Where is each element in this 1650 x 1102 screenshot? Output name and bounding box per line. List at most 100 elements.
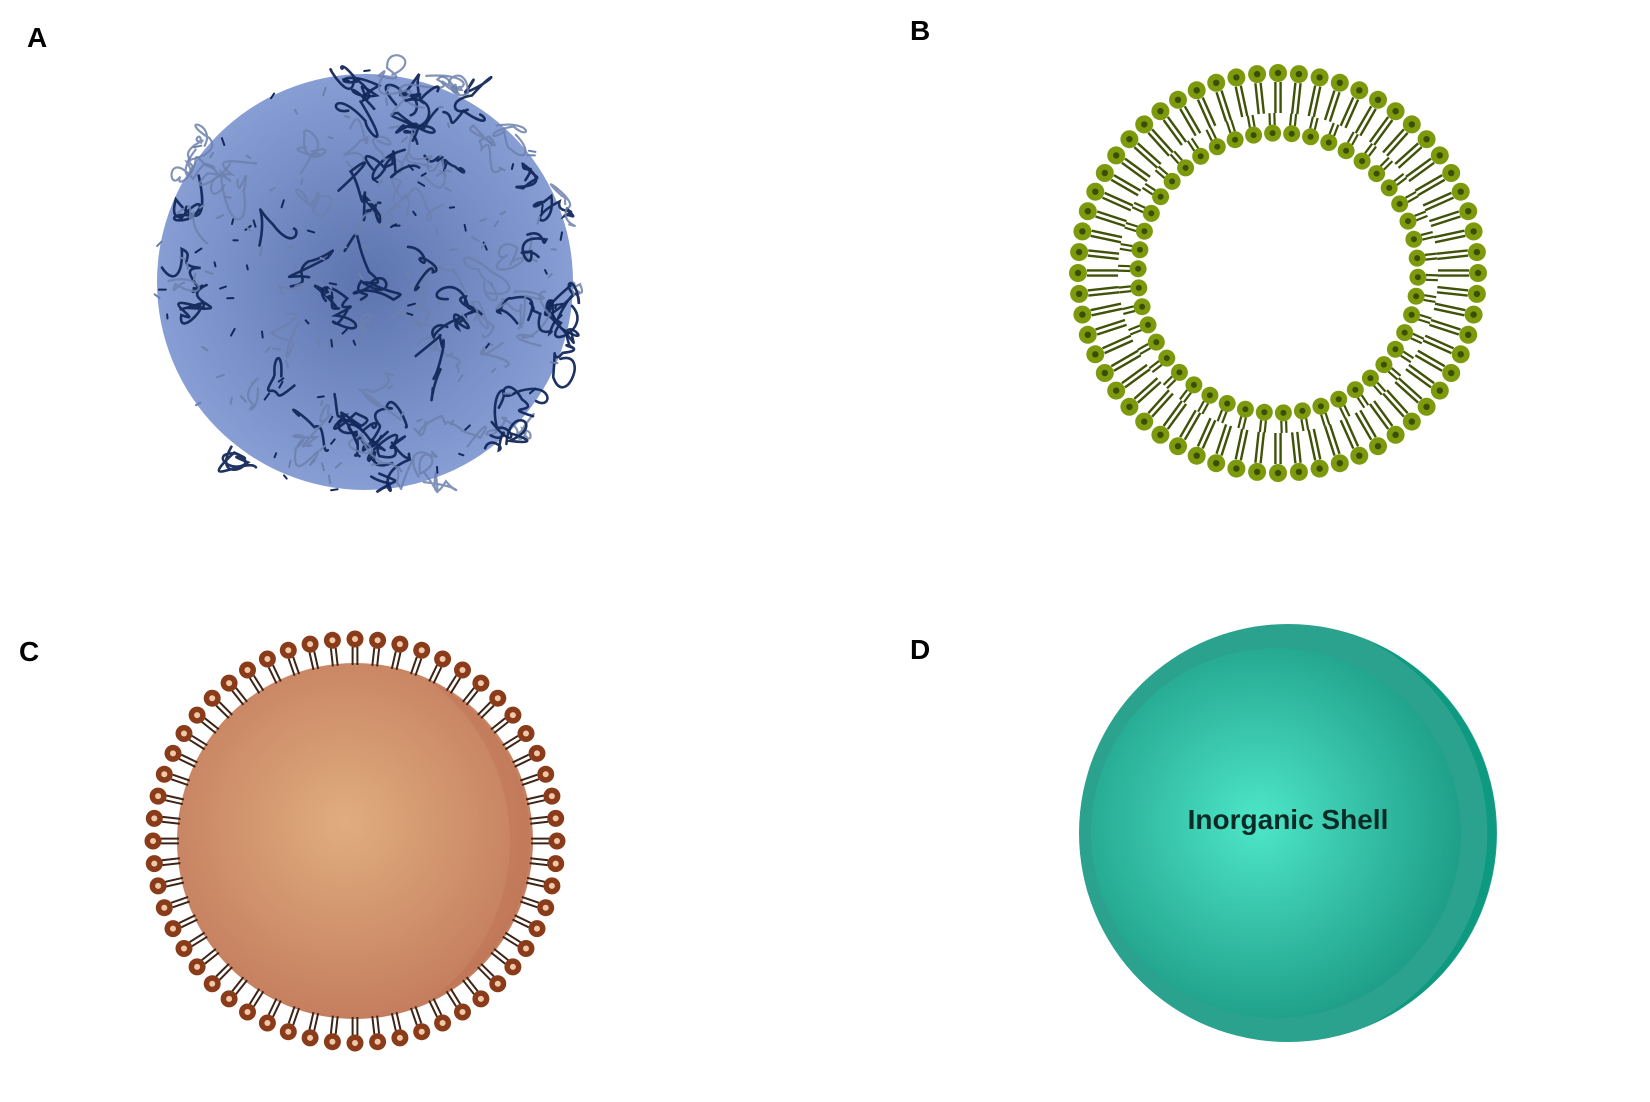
lipid-tail: [1433, 307, 1465, 317]
lipid-tail: [504, 931, 522, 944]
lipid-tail: [1196, 417, 1212, 447]
lipid-head-center: [396, 1034, 403, 1041]
polymer-chain: [502, 385, 549, 418]
side-group: [397, 465, 403, 473]
lipid-tail: [1162, 375, 1173, 386]
lipid-tail: [1254, 431, 1260, 463]
lipid-head-center: [542, 771, 549, 778]
lipid-nanoparticle-figure: [144, 630, 566, 1052]
lipid-head-center: [1079, 311, 1086, 318]
lipid-tail: [1139, 347, 1152, 356]
lipid-tail: [1359, 409, 1377, 438]
side-group: [280, 199, 285, 209]
side-group: [316, 395, 325, 399]
lipid-head-center: [1356, 87, 1363, 94]
panel-label-b: B: [910, 15, 931, 46]
side-group: [547, 273, 553, 279]
side-group: [485, 343, 490, 349]
lipid-tail: [1095, 215, 1126, 228]
lipid-tail: [1296, 83, 1302, 115]
lipid-tail: [1096, 323, 1127, 336]
lipid-tail: [1090, 234, 1122, 244]
polymer-chain: [186, 123, 214, 162]
lipid-tail: [1183, 105, 1202, 134]
lipid-tail: [1104, 191, 1134, 207]
lipid-tail: [493, 721, 509, 734]
lipid-tail: [449, 988, 462, 1005]
lipid-tail: [1405, 368, 1432, 389]
lipid-tail: [521, 778, 540, 787]
side-group: [245, 264, 249, 271]
side-group: [416, 418, 423, 423]
lipid-tail: [1289, 113, 1293, 126]
side-group: [493, 220, 500, 228]
lipid-tail: [1423, 298, 1436, 303]
side-group: [300, 178, 304, 186]
lipid-tail: [1421, 235, 1435, 241]
side-group: [322, 86, 327, 97]
lipid-tail: [1088, 291, 1120, 297]
lipid-tail: [1201, 402, 1210, 415]
lipid-tail: [1368, 116, 1390, 143]
side-group: [270, 92, 276, 100]
lipid-head-center: [1316, 465, 1323, 472]
lipid-head-center: [1436, 387, 1443, 394]
lipid-tail: [409, 1007, 418, 1026]
side-group: [330, 338, 334, 348]
lipid-tail: [1434, 234, 1466, 244]
side-group: [194, 401, 202, 407]
lipid-head-center: [439, 1020, 446, 1026]
lipid-head-center: [1163, 355, 1170, 362]
lipid-tail: [1344, 417, 1360, 447]
lipid-tail: [521, 895, 540, 904]
lipid-head-center: [170, 750, 176, 757]
lipid-tail: [218, 966, 233, 981]
side-group: [406, 312, 414, 316]
lipid-tail: [428, 664, 438, 682]
lipid-tail: [1364, 143, 1374, 154]
lipid-head-center: [1465, 208, 1472, 215]
lipid-head-center: [1135, 284, 1142, 291]
side-group: [265, 346, 271, 353]
polymer-chain: [217, 445, 258, 473]
lipid-tail: [530, 857, 549, 862]
lipid-head-center: [1373, 170, 1380, 177]
lipid-tail: [1339, 419, 1355, 449]
side-group: [285, 360, 290, 369]
lipid-tail: [1328, 122, 1335, 135]
panel-label-c: C: [19, 636, 40, 667]
side-group: [184, 205, 188, 215]
lipid-tail: [215, 963, 230, 978]
lipid-head-center: [1157, 193, 1164, 200]
lipid-tail: [1323, 90, 1336, 121]
side-group: [444, 169, 452, 173]
lipid-tail: [1414, 174, 1443, 192]
side-group: [404, 271, 411, 279]
polymer-chain: [287, 249, 335, 288]
side-group: [470, 236, 480, 242]
polymer-chain: [189, 156, 216, 174]
side-group: [231, 218, 235, 225]
side-group: [342, 78, 350, 82]
lipid-head-center: [1336, 79, 1343, 87]
side-group: [399, 411, 405, 418]
panel-d: D Inorganic Shell: [825, 551, 1650, 1102]
lipid-tail: [1151, 363, 1163, 373]
side-group: [320, 399, 324, 407]
side-group: [452, 267, 456, 275]
lipid-tail: [502, 734, 519, 747]
lipid-tail: [1424, 252, 1437, 256]
lipid-tail: [1313, 117, 1319, 130]
side-group: [328, 415, 334, 424]
lipid-tail: [218, 701, 233, 716]
lipid-head-center: [1457, 188, 1464, 195]
lipid-tail: [493, 948, 509, 961]
lipid-tail: [414, 1005, 423, 1024]
lipid-head-center: [1359, 158, 1366, 165]
side-group: [363, 69, 371, 72]
lipid-head-center: [1092, 351, 1099, 358]
lipid-tail: [1424, 294, 1437, 299]
lipid-tail: [1394, 142, 1420, 165]
inorganic-shell-label: Inorganic Shell: [1188, 804, 1389, 835]
lipid-tail: [1133, 146, 1159, 169]
